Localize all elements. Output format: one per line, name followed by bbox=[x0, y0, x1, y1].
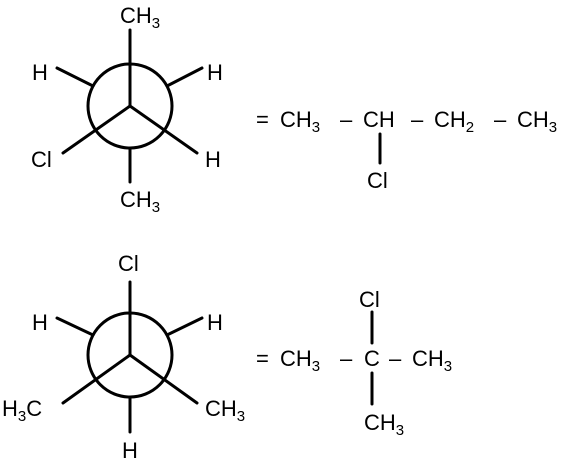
newman2-back-bottom-hydrogen: H bbox=[122, 438, 138, 463]
newman2-front-left-group: H3C bbox=[2, 396, 42, 425]
condensed-formula-2: = CH3 – C – CH3 Cl CH3 bbox=[256, 287, 452, 439]
condensed1-branch-chlorine: Cl bbox=[367, 168, 388, 193]
newman1-bond-back-upper-left bbox=[55, 66, 95, 88]
newman1-front-left-chlorine: Cl bbox=[31, 147, 52, 172]
newman2-front-right-group: CH3 bbox=[205, 396, 245, 425]
newman1-back-upper-right-hydrogen: H bbox=[207, 60, 223, 85]
condensed1-dash-2: – bbox=[411, 107, 424, 132]
newman1-bond-back-upper-right bbox=[165, 66, 204, 88]
condensed1-dash-1: – bbox=[340, 107, 353, 132]
newman1-back-upper-left-hydrogen: H bbox=[32, 60, 48, 85]
condensed2-group-3: CH3 bbox=[412, 346, 452, 375]
newman-projection-1: CH3 Cl H H H CH3 bbox=[31, 3, 223, 216]
condensed1-group-4: CH3 bbox=[517, 107, 557, 136]
newman1-front-top-group: CH3 bbox=[120, 3, 160, 32]
newman2-back-upper-left-hydrogen: H bbox=[32, 310, 48, 335]
newman2-bond-front-right bbox=[128, 353, 199, 405]
condensed1-group-1: CH3 bbox=[280, 107, 320, 136]
newman2-bond-back-upper-left bbox=[55, 316, 95, 337]
condensed2-group-1: CH3 bbox=[280, 346, 320, 375]
condensed1-dash-3: – bbox=[494, 107, 507, 132]
condensed1-group-3: CH2 bbox=[434, 107, 474, 136]
condensed2-branch-top-chlorine: Cl bbox=[359, 287, 380, 312]
condensed2-branch-bottom-group: CH3 bbox=[364, 410, 404, 439]
newman2-back-upper-right-hydrogen: H bbox=[207, 310, 223, 335]
condensed2-equals-sign: = bbox=[256, 346, 269, 371]
newman2-front-top-chlorine: Cl bbox=[118, 251, 139, 276]
condensed2-center-carbon: C bbox=[364, 346, 380, 371]
newman1-bond-front-left bbox=[61, 104, 132, 155]
newman2-bond-back-upper-right bbox=[165, 316, 204, 337]
condensed2-dash-2: – bbox=[389, 346, 402, 371]
condensed2-dash-1: – bbox=[340, 346, 353, 371]
newman1-front-right-hydrogen: H bbox=[205, 147, 221, 172]
newman1-back-bottom-group: CH3 bbox=[120, 187, 160, 216]
condensed1-equals-sign: = bbox=[256, 107, 269, 132]
condensed1-group-2: CH bbox=[363, 107, 395, 132]
newman-projection-2: Cl H3C CH3 H H H bbox=[2, 251, 245, 463]
condensed-formula-1: = CH3 – CH – CH2 – CH3 Cl bbox=[256, 107, 557, 193]
newman1-bond-front-right bbox=[128, 104, 199, 155]
newman2-bond-front-left bbox=[61, 353, 132, 405]
